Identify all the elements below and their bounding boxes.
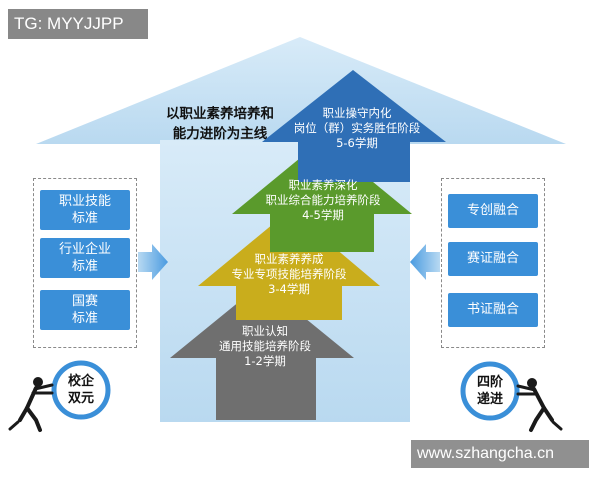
stage-label-3: 职业素养深化 职业综合能力培养阶段 4-5学期 <box>265 178 381 222</box>
right-circle-label: 四阶 递进 <box>476 375 503 407</box>
stage-label-1: 职业认知 通用技能培养阶段 1-2学期 <box>219 324 311 368</box>
standard-label: 行业企业 标准 <box>58 242 111 274</box>
stage-label-2: 职业素养养成 专业专项技能培养阶段 3-4学期 <box>231 252 347 296</box>
house-roof <box>36 37 566 144</box>
integration-box-competition-cert: 赛证融合 <box>448 242 538 276</box>
standard-box-industry-enterprise: 行业企业 标准 <box>40 238 130 278</box>
left-circle-label: 校企 双元 <box>67 374 94 406</box>
standard-label: 国赛 标准 <box>71 294 98 326</box>
standard-box-vocational-skill: 职业技能 标准 <box>40 190 130 230</box>
right-integrations-panel <box>441 178 545 348</box>
left-standards-panel <box>33 178 137 348</box>
right-circle <box>460 361 520 421</box>
left-circle <box>51 360 111 420</box>
left-arrow <box>138 244 168 280</box>
roof-title: 以职业素养培养和 能力进阶为主线 <box>166 106 274 142</box>
stage-arrow-4 <box>262 70 446 182</box>
stage-arrow-2 <box>198 210 380 320</box>
left-figure-icon <box>8 377 54 432</box>
right-arrow <box>410 244 440 280</box>
standard-box-national-contest: 国赛 标准 <box>40 290 130 330</box>
integration-box-innovation: 专创融合 <box>448 194 538 228</box>
stage-arrow-3 <box>232 140 412 252</box>
stage-arrow-1 <box>170 283 354 420</box>
stage-label-4: 职业操守内化 岗位（群）实务胜任阶段 5-6学期 <box>293 106 421 150</box>
watermark-bottom: www.szhangcha.cn <box>411 440 589 468</box>
integration-box-book-cert: 书证融合 <box>448 293 538 327</box>
standard-label: 职业技能 标准 <box>58 194 111 226</box>
watermark-top: TG: MYYJJPP <box>8 9 148 39</box>
right-figure-icon <box>516 378 563 432</box>
